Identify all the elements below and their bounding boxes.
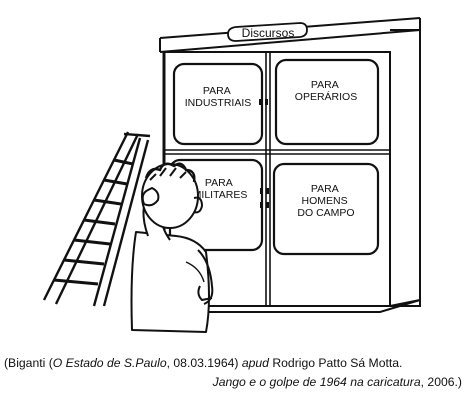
panel-bottom-right-label: PARA HOMENS DO CAMPO (297, 183, 354, 219)
cartoon-illustration: Discursos PARA INDUSTRIAIS PARA OPERÁRIO… (42, 17, 421, 333)
caption-apud: apud (241, 356, 269, 370)
caption-book: Jango e o golpe de 1964 na caricatura (212, 375, 421, 389)
ladder (42, 131, 151, 307)
panel-top-left-label: PARA INDUSTRIAIS (185, 85, 252, 109)
panel-top-right-label: PARA OPERÁRIOS (295, 79, 357, 103)
caption-line-1: (Biganti (O Estado de S.Paulo, 08.03.196… (4, 356, 403, 370)
caption-line-2: Jango e o golpe de 1964 na caricatura, 2… (212, 375, 462, 389)
sign-text: Discursos (242, 26, 295, 40)
door-handles (259, 99, 269, 208)
caption: (Biganti (O Estado de S.Paulo, 08.03.196… (0, 354, 462, 392)
caption-newspaper: O Estado de S.Paulo (52, 356, 167, 370)
man-figure (130, 162, 214, 333)
panel-bottom-right (272, 162, 380, 256)
panel-top-right (274, 58, 380, 146)
panel-bottom-left-label: PARA MILITARES (193, 177, 248, 201)
discursos-sign: Discursos (227, 22, 308, 42)
